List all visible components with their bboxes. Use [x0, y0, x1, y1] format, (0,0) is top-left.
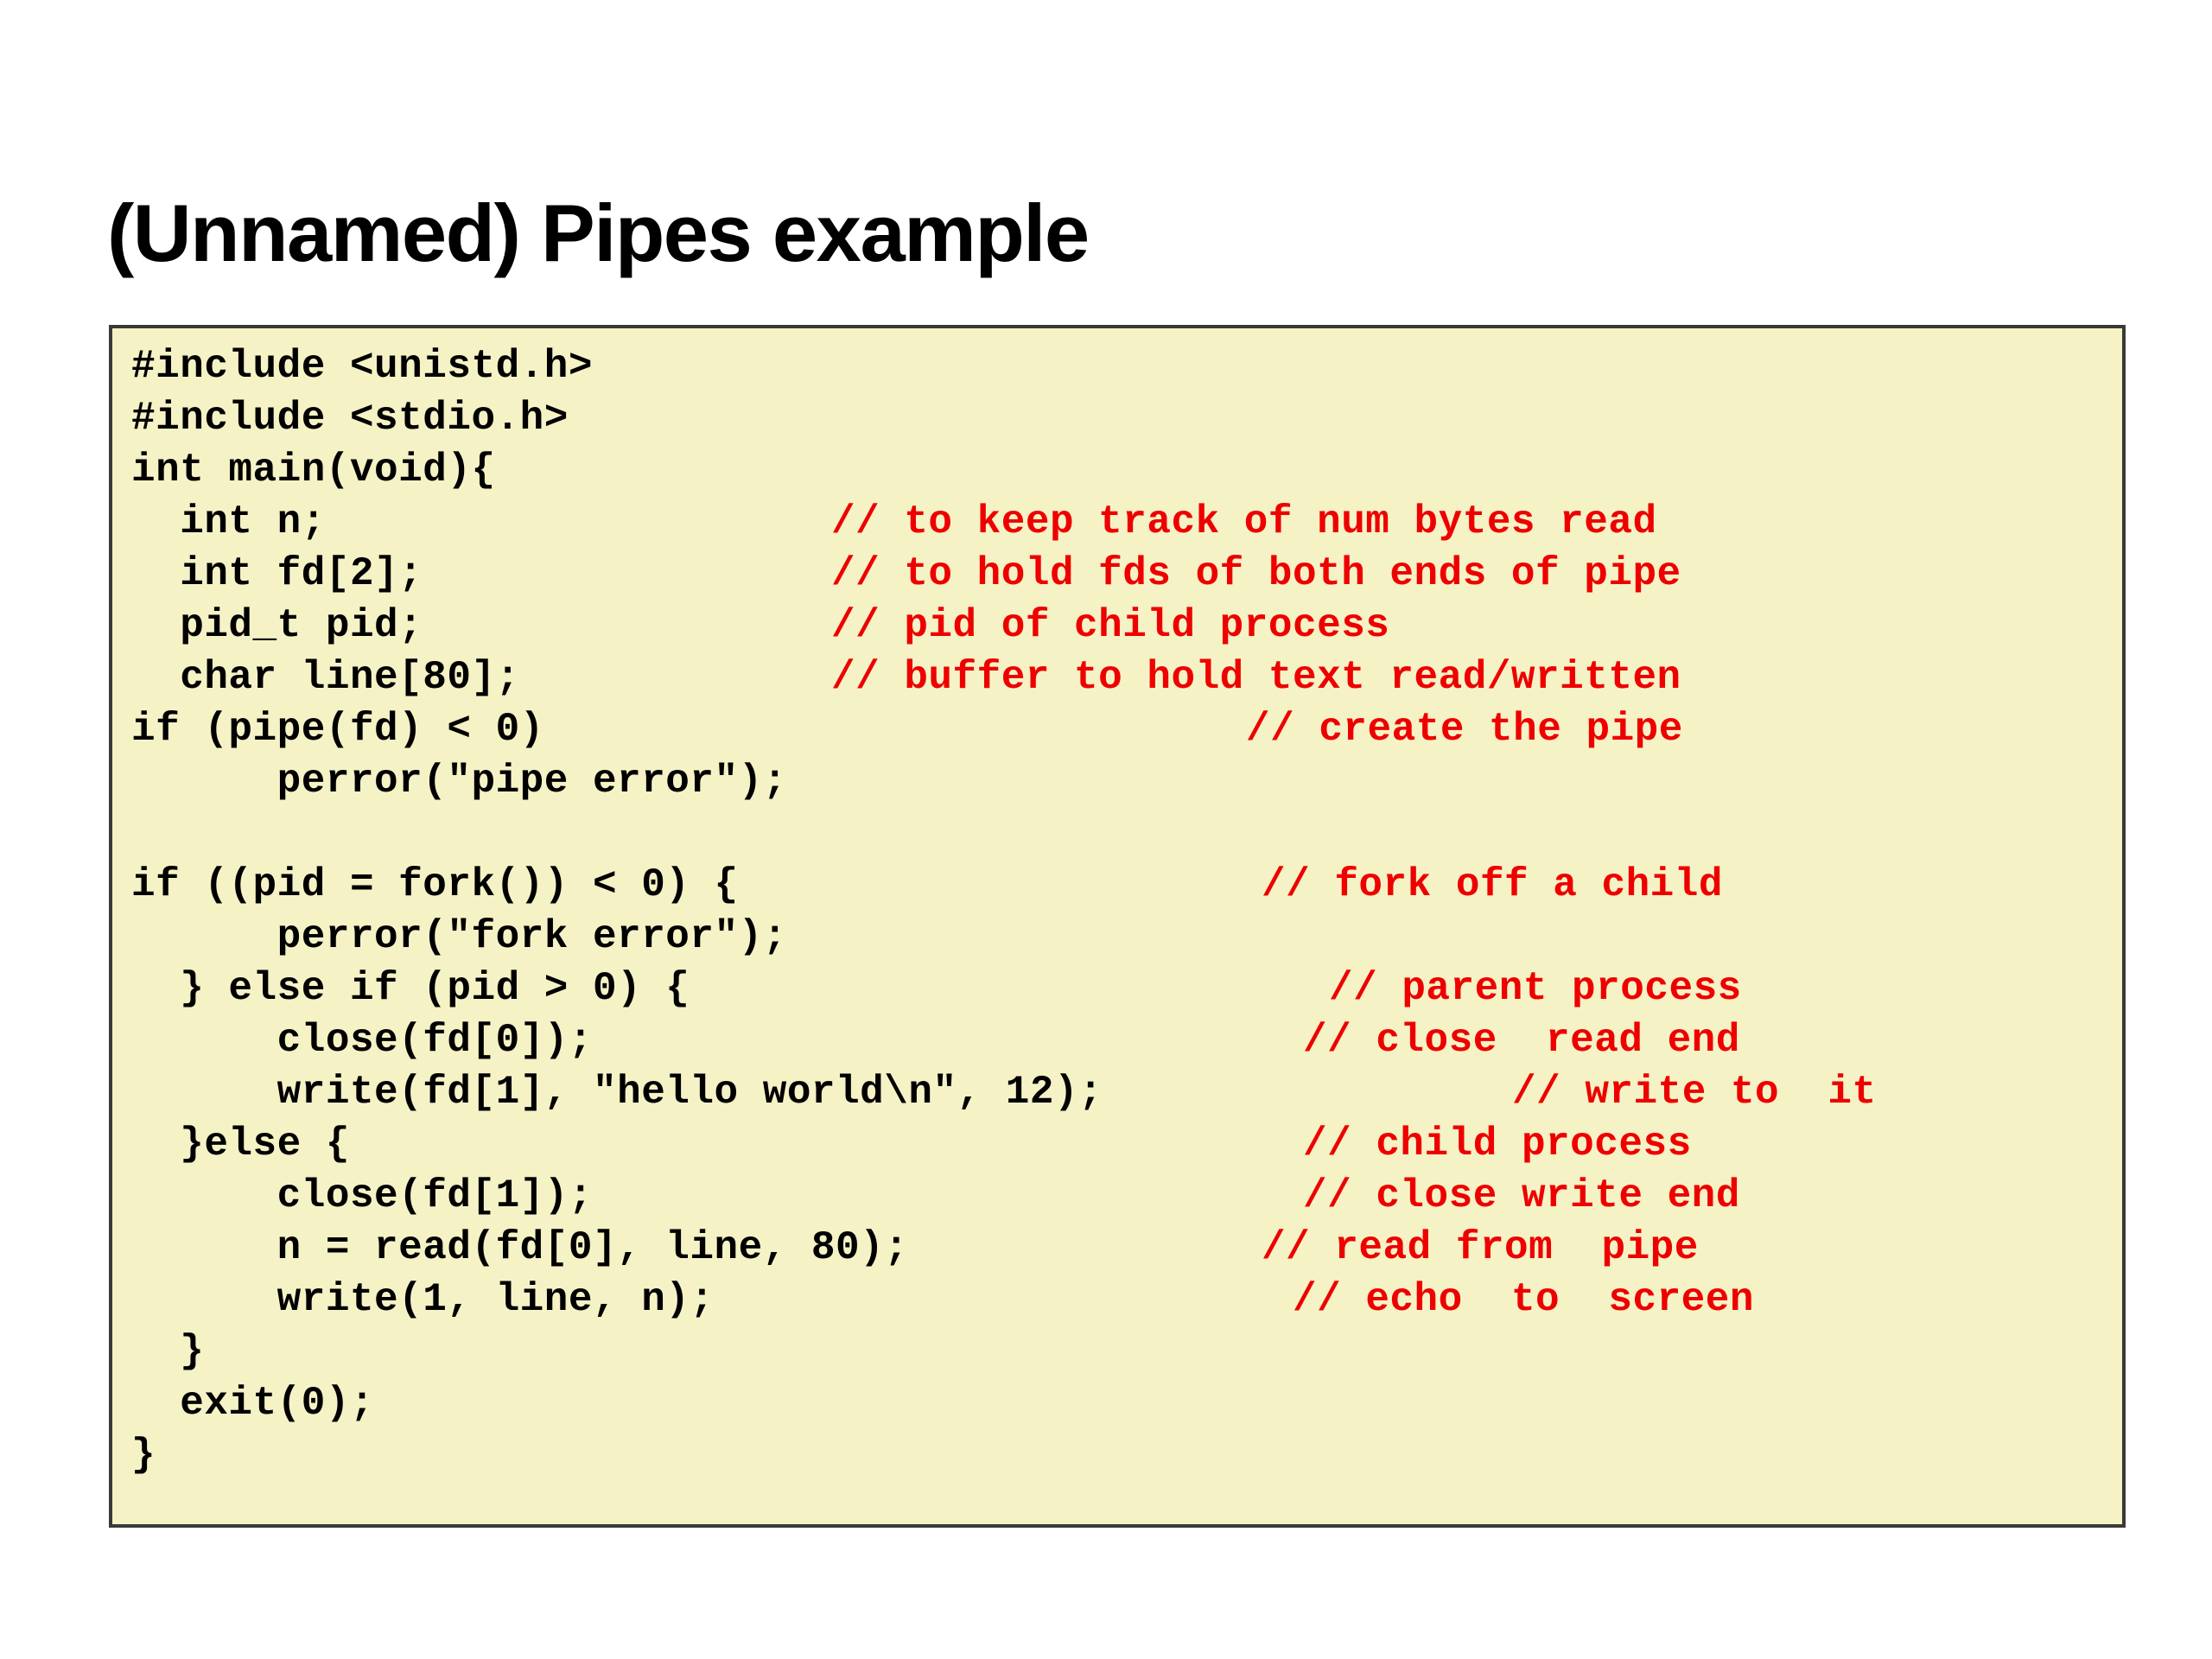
code-line: pid_t pid; // pid of child process: [112, 600, 2122, 652]
code-line: perror("pipe error");: [112, 755, 2122, 807]
code-line-source: }: [131, 1329, 205, 1374]
code-line-comment: // parent process: [1329, 966, 1742, 1011]
code-line: [112, 807, 2122, 859]
code-line: }: [112, 1429, 2122, 1481]
code-line-source: } else if (pid > 0) {: [131, 966, 690, 1011]
code-line-comment: // pid of child process: [831, 603, 1390, 648]
code-line-source: n = read(fd[0], line, 80);: [131, 1225, 909, 1270]
code-line-source: if ((pid = fork()) < 0) {: [131, 862, 739, 907]
code-line: }else { // child process: [112, 1118, 2122, 1170]
code-line: n = read(fd[0], line, 80); // read from p…: [112, 1222, 2122, 1274]
code-line-source: if (pipe(fd) < 0): [131, 707, 544, 752]
code-line-comment: // buffer to hold text read/written: [831, 655, 1681, 700]
code-listing-panel: #include <unistd.h> #include <stdio.h> int…: [109, 325, 2126, 1528]
code-line-comment: // close write end: [1303, 1173, 1740, 1218]
code-line-source: int fd[2];: [131, 551, 423, 596]
code-line: int fd[2]; // to hold fds of both ends of…: [112, 548, 2122, 600]
code-line: close(fd[0]); // close read end: [112, 1014, 2122, 1066]
code-line-source: close(fd[1]);: [131, 1173, 593, 1218]
page-title: (Unnamed) Pipes example: [107, 187, 1090, 278]
code-line-source: close(fd[0]);: [131, 1018, 593, 1063]
code-line-source: }: [131, 1433, 156, 1478]
code-line-comment: // write to it: [1512, 1070, 1877, 1115]
code-line-source: int main(void){: [131, 448, 496, 493]
code-line-source: #include <unistd.h>: [131, 344, 593, 389]
code-line: #include <unistd.h>: [112, 340, 2122, 392]
code-line-source: int n;: [131, 499, 326, 544]
code-line-source: }else {: [131, 1122, 350, 1166]
code-line: exit(0);: [112, 1377, 2122, 1429]
code-line: } else if (pid > 0) { // parent process: [112, 963, 2122, 1014]
code-line: #include <stdio.h>: [112, 392, 2122, 444]
code-line-source: exit(0);: [131, 1381, 375, 1426]
code-line-source: write(1, line, n);: [131, 1277, 715, 1322]
code-line: close(fd[1]); // close write end: [112, 1170, 2122, 1222]
code-line: write(1, line, n); // echo to screen: [112, 1274, 2122, 1325]
code-line-comment: // close read end: [1303, 1018, 1740, 1063]
code-lines-container: #include <unistd.h> #include <stdio.h> int…: [112, 328, 2122, 1524]
code-line-comment: // echo to screen: [1293, 1277, 1754, 1322]
code-line-comment: // fork off a child: [1262, 862, 1723, 907]
code-line: char line[80]; // buffer to hold text rea…: [112, 652, 2122, 703]
code-line-source: write(fd[1], "hello world\n", 12);: [131, 1070, 1103, 1115]
code-line-source: perror("pipe error");: [131, 759, 787, 804]
code-line-source: perror("fork error");: [131, 914, 787, 959]
code-line-comment: // read from pipe: [1262, 1225, 1699, 1270]
code-line: write(fd[1], "hello world\n", 12); // wri…: [112, 1066, 2122, 1118]
code-line: if (pipe(fd) < 0) // create the pipe: [112, 703, 2122, 755]
code-line: perror("fork error");: [112, 911, 2122, 963]
code-line: if ((pid = fork()) < 0) { // fork off a c…: [112, 859, 2122, 911]
code-line-source: pid_t pid;: [131, 603, 423, 648]
code-line: int main(void){: [112, 444, 2122, 496]
code-line-source: #include <stdio.h>: [131, 396, 569, 441]
code-line: int n; // to keep track of num bytes read: [112, 496, 2122, 548]
code-line: }: [112, 1325, 2122, 1377]
code-line-source: char line[80];: [131, 655, 520, 700]
code-line-comment: // to hold fds of both ends of pipe: [831, 551, 1681, 596]
code-line-comment: // to keep track of num bytes read: [831, 499, 1657, 544]
code-line-comment: // child process: [1303, 1122, 1692, 1166]
code-line-comment: // create the pipe: [1246, 707, 1683, 752]
